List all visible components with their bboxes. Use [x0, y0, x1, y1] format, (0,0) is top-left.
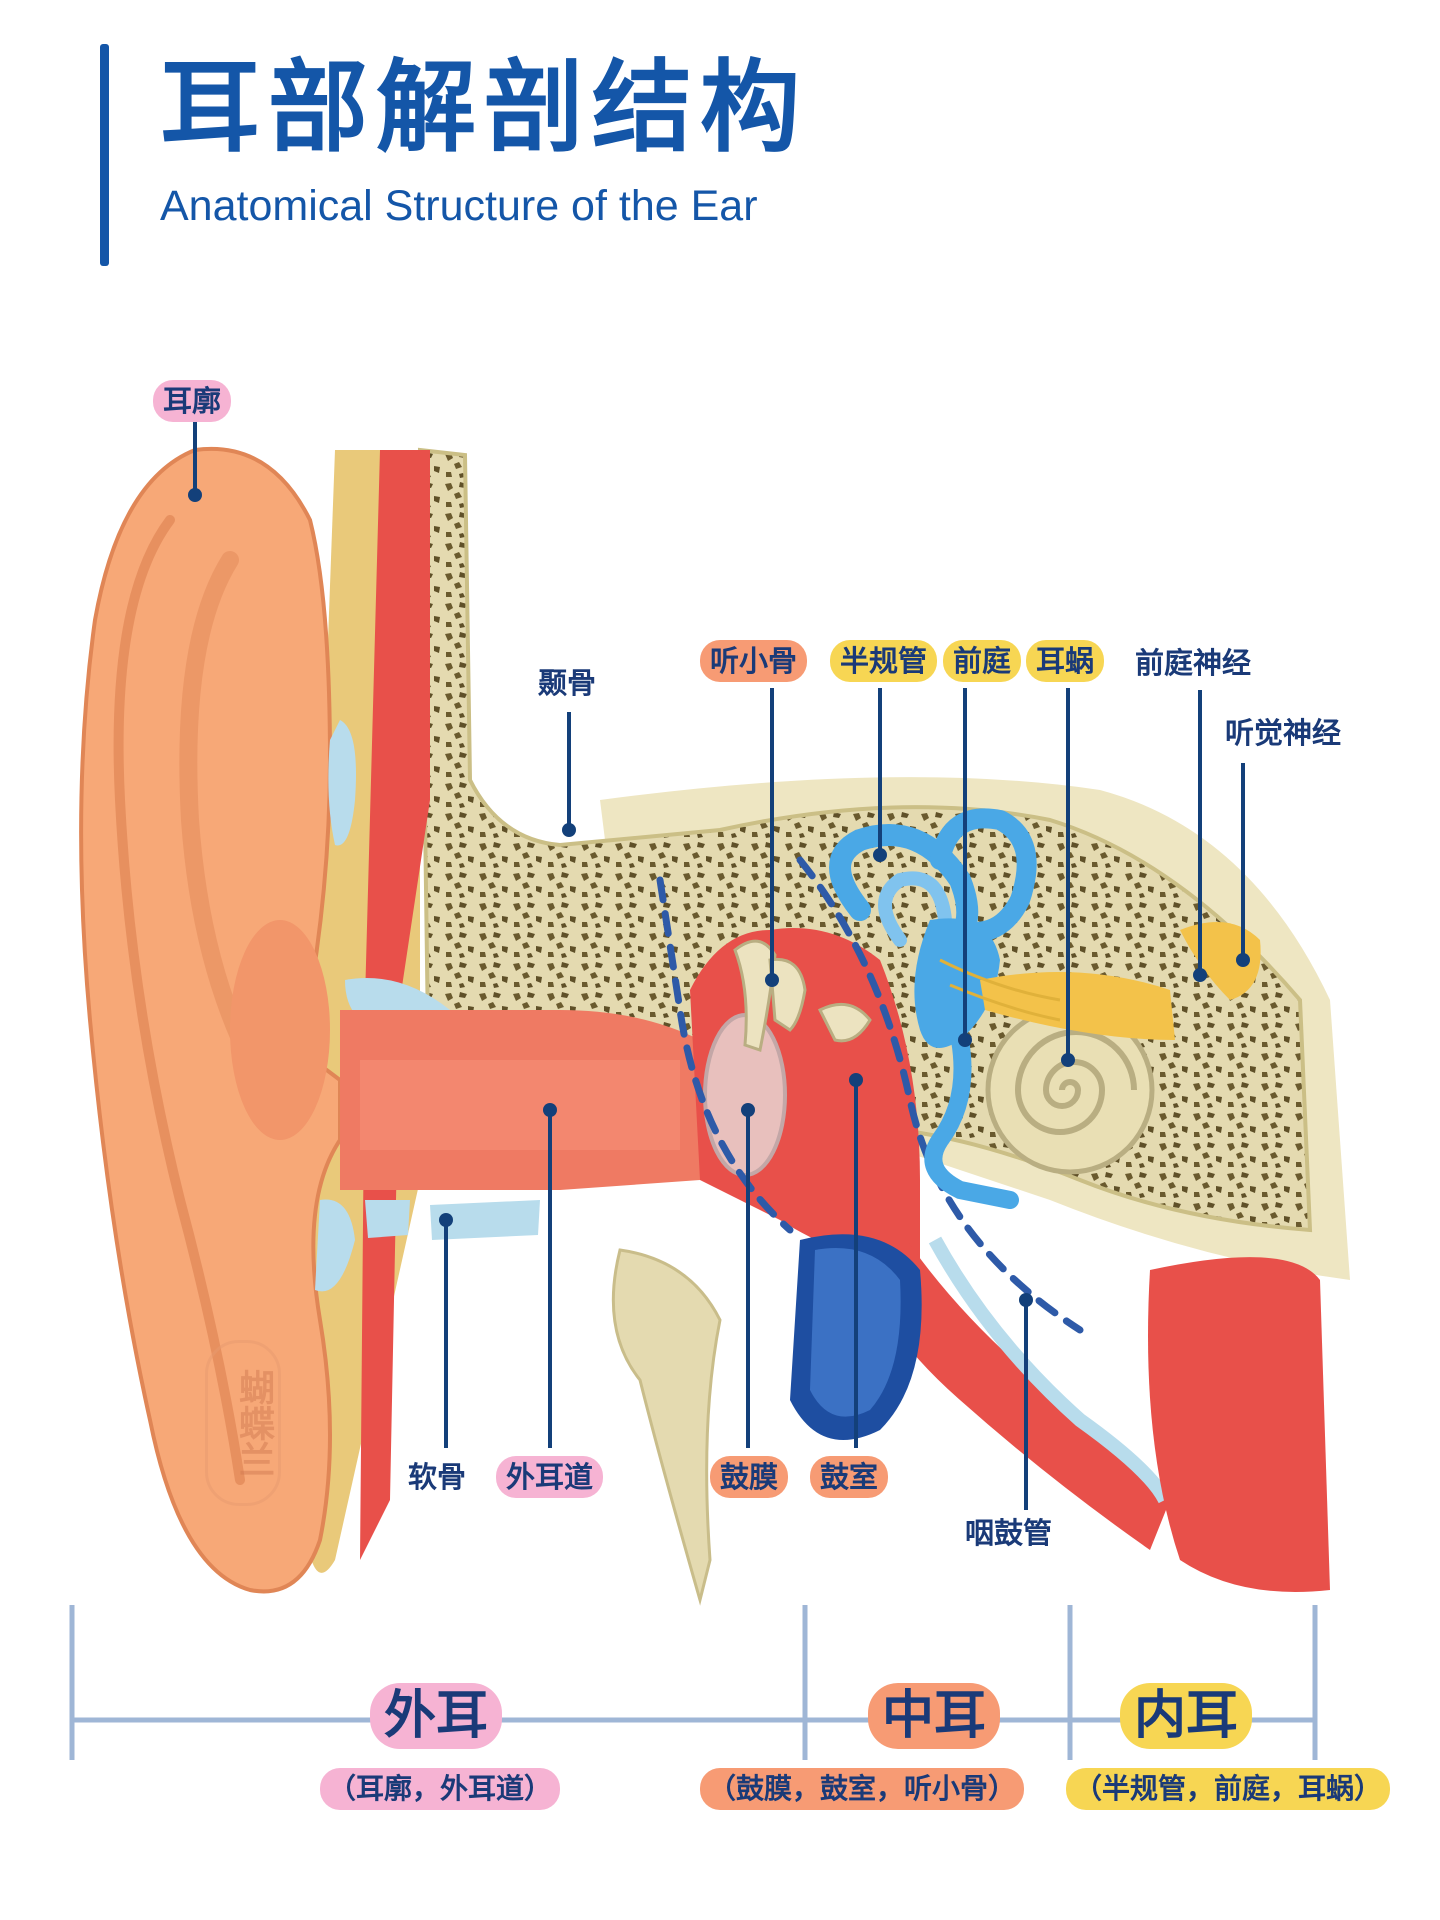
auricle-fold — [113, 515, 245, 1485]
label-auditory-nerve: 听觉神经 — [1225, 716, 1342, 750]
vestibule — [914, 918, 1000, 1048]
ossicle-malleus — [733, 939, 777, 1052]
eustachian-tube-lining — [928, 1236, 1172, 1504]
nerve-fibers — [939, 958, 1061, 1022]
styloid-process — [611, 1248, 722, 1606]
label-vestibular-nerve: 前庭神经 — [1135, 646, 1252, 680]
cartilage-piece — [365, 1200, 410, 1238]
label-ear-canal: 外耳道 — [496, 1456, 604, 1498]
cartilage-piece — [315, 1199, 355, 1292]
section-outer-ear-parts: （耳廓，外耳道） — [320, 1768, 561, 1810]
section-middle-ear-name: 中耳 — [868, 1683, 1001, 1749]
title-accent-bar — [100, 44, 109, 266]
leader-lines — [193, 420, 1245, 1510]
auricle — [79, 446, 342, 1594]
section-middle-ear-parts: （鼓膜，鼓室，听小骨） — [700, 1768, 1025, 1810]
label-semicircular-canals: 半规管 — [830, 640, 938, 682]
label-cartilage: 软骨 — [408, 1460, 467, 1494]
auricle-concha — [230, 920, 330, 1140]
vestibule-duct — [924, 1031, 1019, 1209]
section-inner-ear-name: 内耳 — [1120, 1683, 1253, 1749]
nerve-bundle — [980, 972, 1175, 1040]
ossicle-incus — [768, 957, 807, 1032]
eustachian-tube — [860, 1230, 1170, 1550]
label-tympanic-cavity: 鼓室 — [810, 1456, 889, 1498]
boundary-middle-inner — [796, 856, 1084, 1334]
ear-canal-inner-light — [360, 1060, 680, 1150]
watermark-text: 蝴蝶兰 — [233, 1369, 274, 1477]
label-eustachian-tube: 咽鼓管 — [965, 1516, 1053, 1550]
label-auricle: 耳廓 — [153, 380, 232, 422]
page-title: 耳部解剖结构 — [160, 49, 808, 166]
semicircular-canal — [930, 808, 1037, 942]
label-temporal-bone: 颞骨 — [538, 666, 597, 700]
auricle-inner-fold — [179, 551, 259, 1069]
throat-muscle — [1148, 1257, 1330, 1592]
section-outer-ear-name: 外耳 — [370, 1683, 503, 1749]
section-ruler — [69, 1605, 1318, 1760]
cartilage-piece — [328, 720, 356, 846]
ossicle-stapes — [817, 1002, 872, 1043]
semicircular-canal — [878, 871, 952, 947]
cartilage-piece — [430, 1200, 540, 1240]
label-vestibule: 前庭 — [943, 640, 1022, 682]
label-eardrum: 鼓膜 — [710, 1456, 789, 1498]
label-cochlea: 耳蜗 — [1026, 640, 1105, 682]
leader-dots — [188, 488, 1250, 1307]
section-inner-ear-parts: （半规管，前庭，耳蜗） — [1066, 1768, 1391, 1810]
cochlea-spiral — [1014, 1029, 1137, 1135]
page-subtitle: Anatomical Structure of the Ear — [160, 182, 758, 230]
boundary-outer-middle — [656, 876, 794, 1234]
watermark-seal: 蝴蝶兰 — [205, 1340, 281, 1506]
label-ossicles: 听小骨 — [700, 640, 808, 682]
